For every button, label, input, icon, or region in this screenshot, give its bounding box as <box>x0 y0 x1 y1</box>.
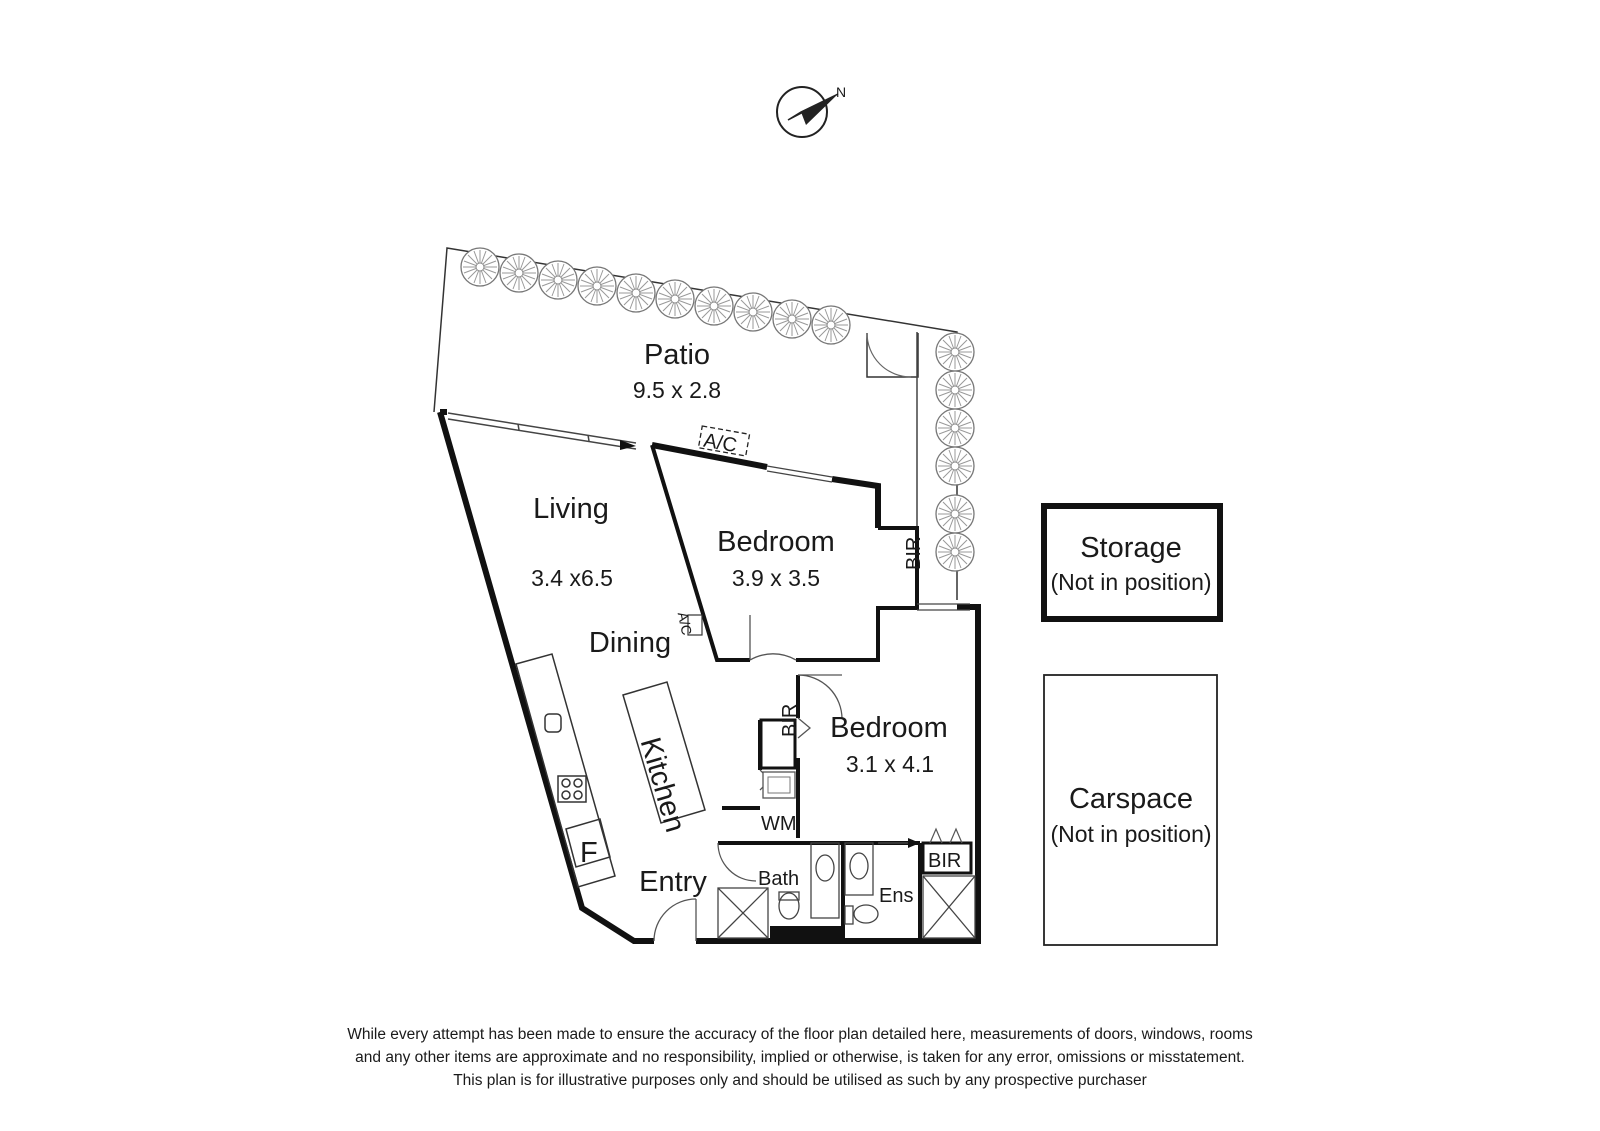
kitchen-label: Kitchen <box>634 734 691 836</box>
bir-ensuite: BIR <box>921 827 973 875</box>
fridge-label: F <box>580 837 598 869</box>
hedge-row-top <box>460 247 851 345</box>
patio-label: Patio <box>644 339 710 371</box>
hedge-row-side <box>935 332 975 572</box>
carspace-box <box>1043 674 1218 946</box>
door-swing-bath <box>717 842 757 882</box>
disclaimer-line-1: While every attempt has been made to ens… <box>347 1026 1253 1043</box>
window-bedroom1 <box>766 465 833 483</box>
bath-label: Bath <box>758 868 799 890</box>
storage-box <box>1041 503 1223 622</box>
bir-bedroom2-label: BIR <box>779 704 801 737</box>
wm-label: WM <box>761 813 797 835</box>
bir-bedroom1-label: BIR <box>903 537 925 570</box>
door-swing-bedroom1 <box>749 653 797 661</box>
compass-north-label: N <box>836 84 846 100</box>
disclaimer-line-2: and any other items are approximate and … <box>355 1049 1245 1066</box>
ens-arrow <box>878 838 920 848</box>
carspace-label: Carspace <box>1069 783 1193 815</box>
disclaimer: While every attempt has been made to ens… <box>0 1023 1600 1092</box>
bir-ensuite-label: BIR <box>928 850 961 872</box>
ensuite-fixtures <box>844 842 976 939</box>
exterior-walls <box>437 409 981 944</box>
kitchen-bench <box>515 653 706 888</box>
bedroom1-label: Bedroom <box>717 526 835 558</box>
window-bedroom2 <box>917 603 970 611</box>
carspace-note: (Not in position) <box>1050 821 1211 847</box>
bir-bedroom2: BIR <box>759 704 801 770</box>
disclaimer-line-3: This plan is for illustrative purposes o… <box>453 1072 1147 1089</box>
bedroom2-label: Bedroom <box>830 712 948 744</box>
dining-label: Dining <box>589 627 671 659</box>
bedroom1-walls <box>650 444 919 662</box>
storage-label: Storage <box>1080 532 1182 564</box>
ens-label: Ens <box>879 885 913 907</box>
bedroom2-dims: 3.1 x 4.1 <box>846 751 934 777</box>
living-dims: 3.4 x6.5 <box>531 565 613 591</box>
patio-dims: 9.5 x 2.8 <box>633 377 721 403</box>
living-label: Living <box>533 493 609 525</box>
compass-icon: N <box>776 84 846 138</box>
bath-fixtures <box>717 842 841 940</box>
sliding-door-living <box>447 412 637 450</box>
entry-label: Entry <box>639 866 707 898</box>
door-entry <box>653 898 697 942</box>
fridge: F <box>580 837 598 869</box>
washing-machine: WM <box>761 771 797 835</box>
storage-note: (Not in position) <box>1050 569 1211 595</box>
ac-unit-side: A/C <box>675 610 703 637</box>
bir-bedroom1: BIR <box>903 537 925 570</box>
ac-side-label: A/C <box>675 610 696 636</box>
bedroom1-dims: 3.9 x 3.5 <box>732 565 820 591</box>
